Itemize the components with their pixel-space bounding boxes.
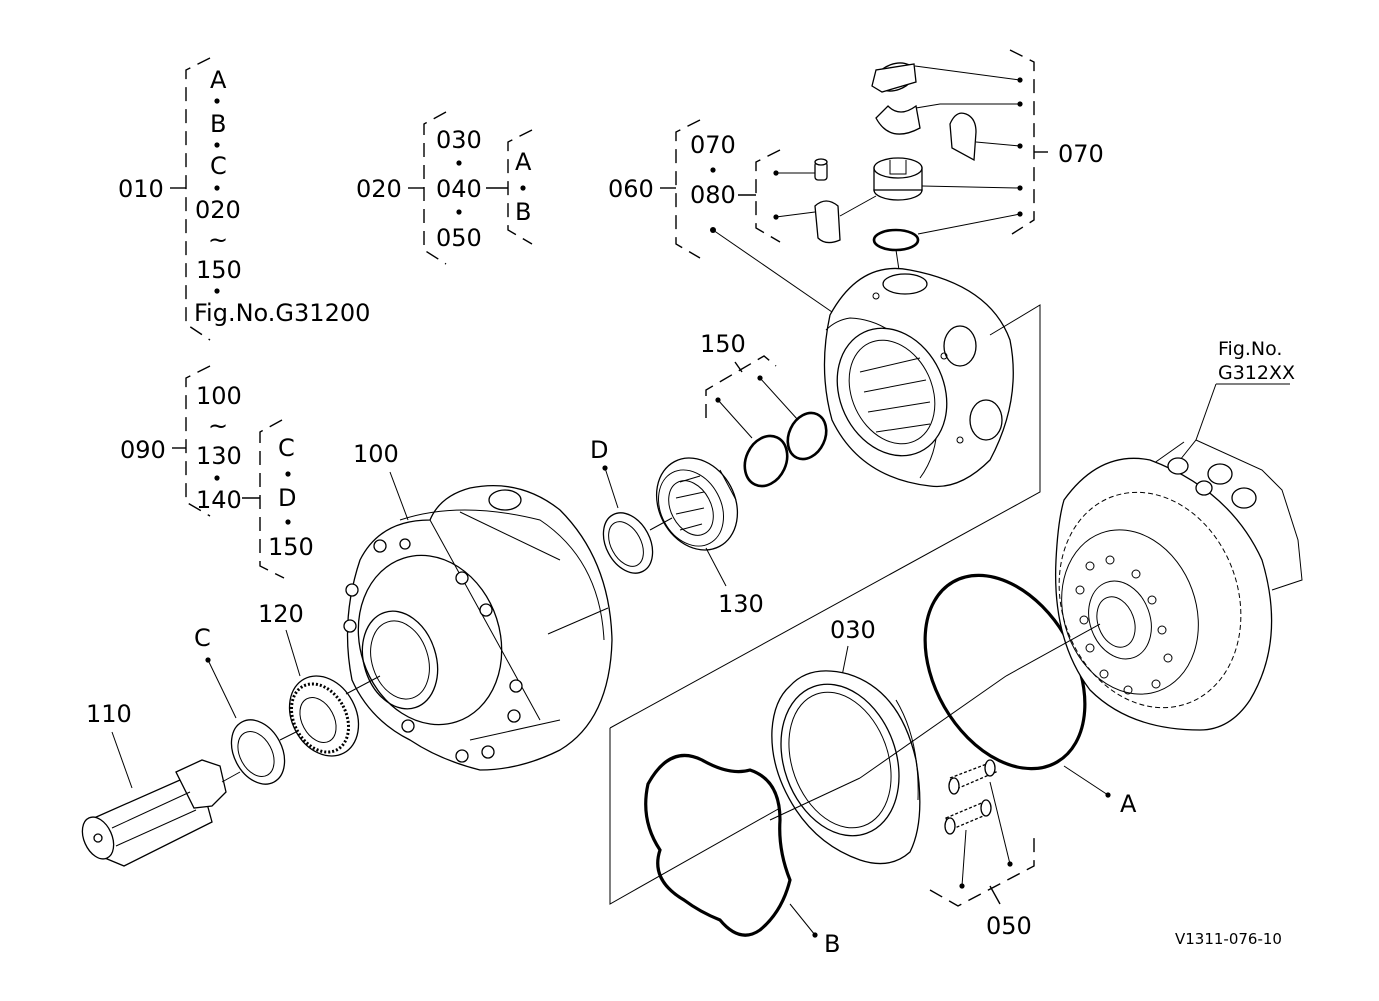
output-shaft-110: 110 [81,700,241,867]
callout-d: D [590,436,608,464]
group-020-key: 020 [356,175,402,203]
group-090-item-130: 130 [196,442,242,470]
group-010-item-020: 020 [195,196,241,224]
group-060-key: 060 [608,175,654,203]
bearing-130: 130 [655,457,764,618]
callout-b: B [824,930,840,958]
callout-100: 100 [353,440,399,468]
group-090: 090 100 ~ 130 140 C D 150 [120,365,314,579]
callout-030: 030 [830,616,876,644]
group-010-figref: Fig.No.G31200 [194,299,370,327]
valve-body [1005,439,1303,731]
group-090-key: 090 [120,436,166,464]
springs-050: 050 [929,759,1035,940]
thrust-plate-030: 030 [769,616,1007,865]
figure-reference: Fig.No. G312XX [1195,338,1295,441]
callout-130: 130 [718,590,764,618]
part-group-150: 150 [700,330,828,488]
group-090-sub-c: C [278,434,295,462]
group-020-item-040: 040 [436,175,482,203]
ring-d: D [590,436,673,574]
callout-a: A [1120,790,1137,818]
group-060-item-070: 070 [690,131,736,159]
callout-150: 150 [700,330,746,358]
group-060: 060 070 080 [608,119,833,313]
group-010-item-150: 150 [196,256,242,284]
motor-housing-100: 100 [343,440,613,771]
callout-c: C [194,624,211,652]
callout-120: 120 [258,600,304,628]
group-010-range: ~ [208,226,228,254]
bearing-120: 120 [258,600,381,757]
group-010-item-b: B [210,110,226,138]
seal-c: C [194,624,297,785]
group-090-sub-d: D [278,484,296,512]
group-010-item-c: C [210,152,227,180]
group-020-item-030: 030 [436,126,482,154]
group-090-item-140: 140 [196,486,242,514]
group-090-range: ~ [208,412,228,440]
group-020-sub-b: B [515,198,531,226]
group-010: 010 A B C 020 ~ 150 Fig.No.G31200 [118,57,370,341]
planet-carrier [609,267,1041,729]
group-010-key: 010 [118,175,164,203]
figref-line2: G312XX [1218,362,1295,384]
callout-050: 050 [986,912,1032,940]
gasket-b: B [609,728,840,958]
figref-line1: Fig.No. [1218,338,1282,360]
group-020-item-050: 050 [436,224,482,252]
drawing-code: V1311-076-10 [1175,930,1282,948]
group-020: 020 030 040 050 A B [356,111,533,265]
group-020-sub-a: A [515,148,532,176]
group-090-sub-150: 150 [268,533,314,561]
callout-070: 070 [1058,140,1104,168]
group-090-item-100: 100 [196,382,242,410]
part-group-070: 070 [773,49,1104,291]
group-060-item-080: 080 [690,181,736,209]
callout-110: 110 [86,700,132,728]
group-010-item-a: A [210,66,227,94]
